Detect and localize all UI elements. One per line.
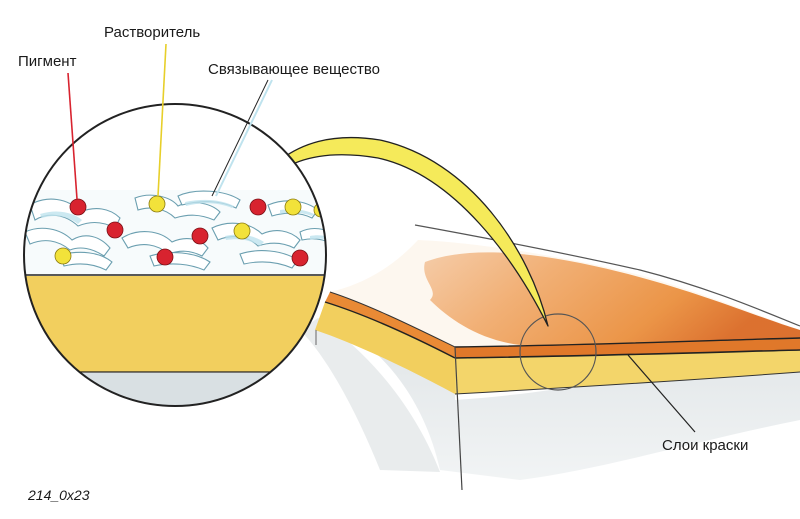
- base-layer: [24, 276, 326, 372]
- panel-orange-wash: [424, 252, 800, 345]
- layers-pointer-line: [627, 354, 696, 433]
- paint-layers-label: Слои краски: [662, 437, 749, 454]
- panel-top-edge: [414, 224, 800, 327]
- pigment-label: Пигмент: [18, 53, 77, 70]
- magnified-circle: [24, 104, 326, 406]
- magnified-circle-outline: [23, 103, 327, 407]
- solvent-pointer-line: [157, 43, 167, 197]
- layer-orange-right: [455, 338, 800, 358]
- layer-yellow-right: [455, 350, 800, 394]
- panel-shadow-left: [300, 318, 440, 472]
- pigment-particles: [69, 198, 309, 267]
- magnified-area-marker: [519, 313, 597, 391]
- solvent-label: Растворитель: [104, 24, 201, 41]
- layer-yellow-left: [315, 302, 455, 394]
- pigment-pointer-line: [67, 72, 78, 200]
- binder-label: Связывающее вещество: [208, 61, 381, 78]
- substrate-layer: [24, 373, 326, 406]
- figure-code: 214_0x23: [28, 487, 90, 503]
- binder-pointer-line: [211, 79, 269, 197]
